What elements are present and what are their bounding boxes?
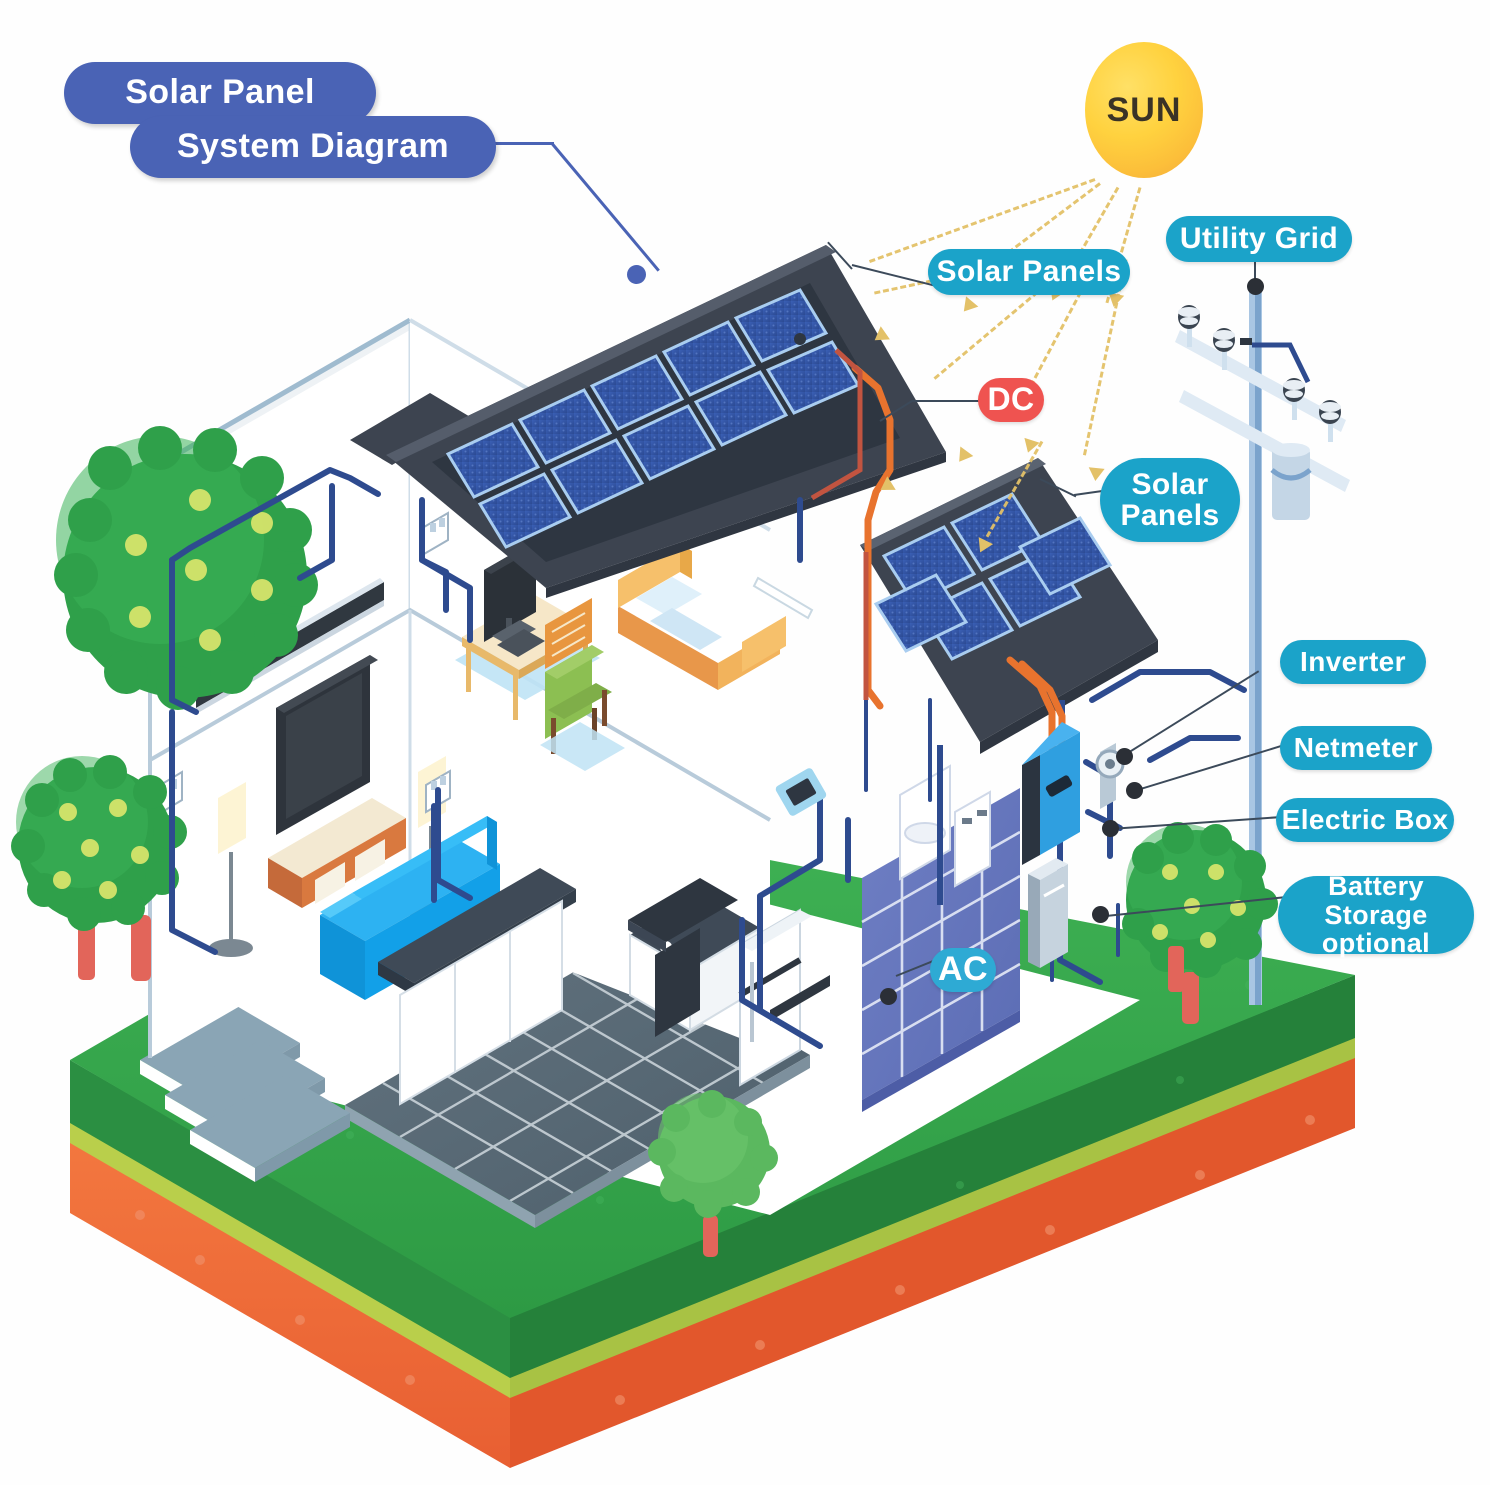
- inverter-dot: [1116, 748, 1133, 765]
- utility-grid-dot: [1247, 278, 1264, 295]
- label-battery-storage[interactable]: Battery Storage optional: [1278, 872, 1474, 959]
- title-text-1: Solar Panel: [125, 73, 315, 112]
- label-utility-grid[interactable]: Utility Grid: [1166, 216, 1352, 262]
- title-leader-dot: [627, 265, 646, 284]
- inverter-device: [1022, 722, 1080, 865]
- label-netmeter[interactable]: Netmeter: [1280, 726, 1432, 770]
- label-inverter-text: Inverter: [1300, 646, 1406, 678]
- diagram-title-line-1: Solar Panel: [64, 62, 376, 124]
- label-solar-panels-ground-line2: Panels: [1120, 499, 1220, 532]
- diagram-title-line-2: System Diagram: [130, 116, 496, 178]
- label-battery-storage-line2: optional: [1321, 928, 1431, 959]
- title-text-2: System Diagram: [176, 127, 450, 166]
- electric-box-device: [1028, 858, 1068, 968]
- label-netmeter-text: Netmeter: [1293, 732, 1419, 764]
- battery-storage-device: [1168, 946, 1184, 992]
- netmeter-device: [1095, 743, 1125, 809]
- label-solar-panels-ground-line1: Solar: [1131, 467, 1209, 501]
- label-solar-panels-ground[interactable]: Solar Panels: [1100, 458, 1240, 542]
- label-solar-panels-roof[interactable]: Solar Panels: [928, 249, 1130, 295]
- label-utility-grid-text: Utility Grid: [1179, 222, 1339, 256]
- sun-label: SUN: [1106, 90, 1182, 129]
- badge-ac: AC: [930, 948, 996, 992]
- sun-graphic: SUN: [1085, 42, 1203, 178]
- label-electric-box[interactable]: Electric Box: [1276, 798, 1454, 842]
- badge-ac-text: AC: [938, 950, 988, 989]
- label-battery-storage-line1: Battery Storage: [1324, 871, 1428, 930]
- badge-dc: DC: [978, 378, 1044, 422]
- ac-leader-dot: [880, 988, 897, 1005]
- sun-ray-arrow: [1087, 467, 1105, 482]
- label-solar-panels-roof-text: Solar Panels: [936, 255, 1122, 289]
- dc-leader: [912, 400, 986, 402]
- battery-storage-dot: [1092, 906, 1109, 923]
- netmeter-dot: [1126, 782, 1143, 799]
- electric-box-dot: [1102, 820, 1119, 837]
- badge-dc-text: DC: [987, 381, 1035, 418]
- label-inverter[interactable]: Inverter: [1280, 640, 1426, 684]
- label-electric-box-text: Electric Box: [1281, 804, 1449, 836]
- title-leader-h: [444, 142, 554, 145]
